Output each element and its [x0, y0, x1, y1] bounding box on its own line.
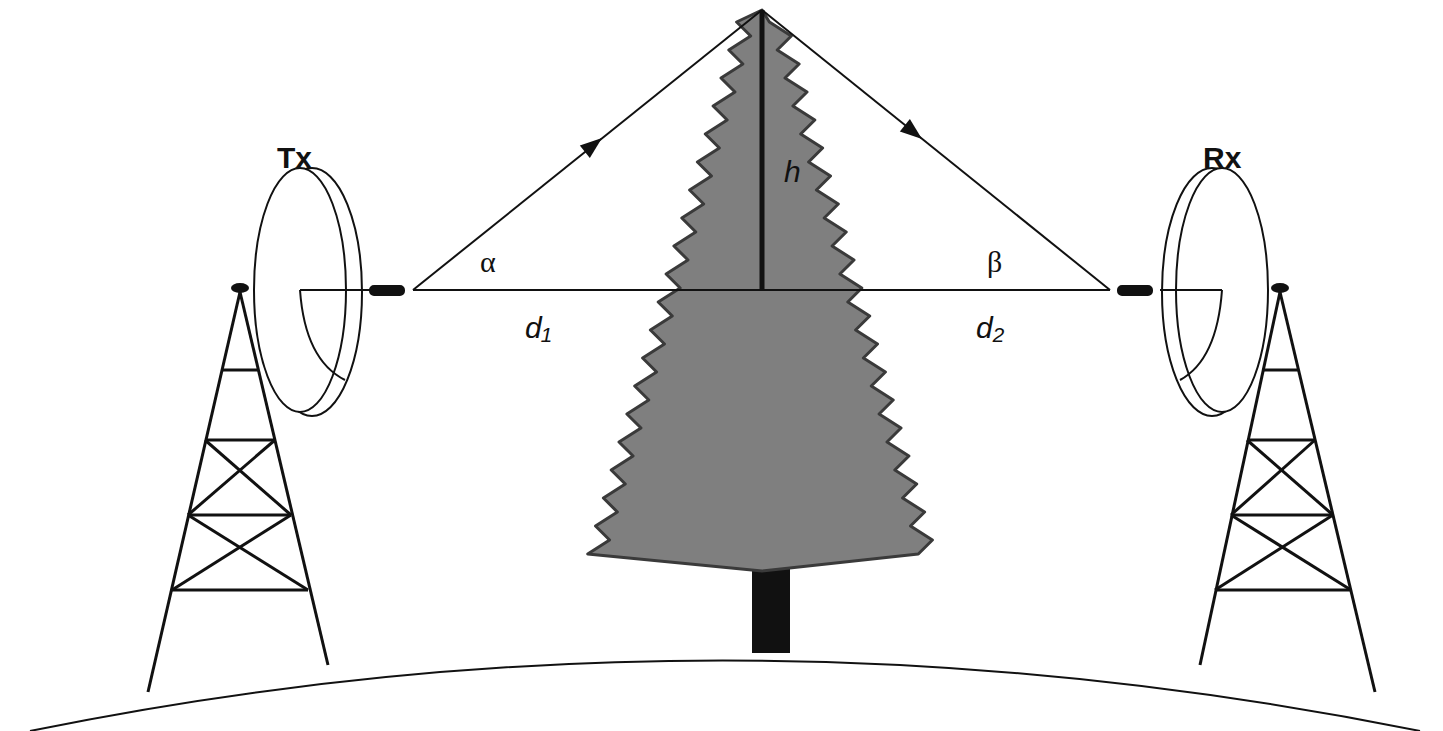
rx-dish	[1118, 168, 1268, 416]
path-geometry	[413, 10, 1110, 290]
angle-label: α	[480, 247, 496, 277]
tree-trunk	[752, 560, 790, 653]
antenna-label: Tx	[277, 143, 312, 173]
angle-label: β	[987, 247, 1002, 277]
arrowhead	[900, 119, 927, 145]
ground-arc	[30, 661, 1420, 731]
distance-label: d₂	[976, 313, 1004, 343]
antenna-label: Rx	[1203, 143, 1241, 173]
distance-label: d₁	[525, 313, 551, 343]
mount-knob	[1271, 283, 1289, 293]
tx-dish	[254, 168, 404, 416]
arrowhead	[580, 132, 607, 158]
height-label: h	[784, 157, 801, 187]
mount-knob	[231, 283, 249, 293]
